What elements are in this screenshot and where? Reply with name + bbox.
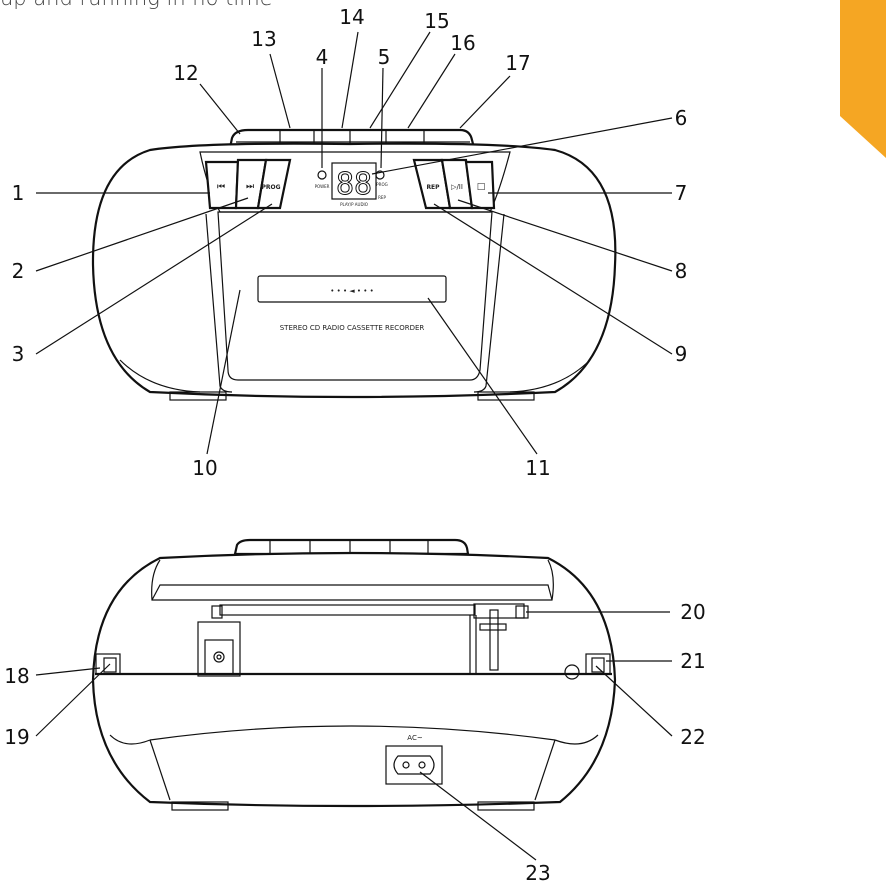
callout-23: 23 — [525, 861, 550, 885]
led-rep-label: REP — [378, 195, 386, 200]
rear-view: AC~ — [91, 538, 617, 811]
led-prog-label: PROG — [376, 182, 387, 187]
orange-tab-shape — [840, 0, 886, 158]
header-text: up and running in no time — [0, 0, 273, 10]
model-text: STEREO CD RADIO CASSETTE RECORDER — [280, 324, 425, 332]
btn-rep-label: REP — [426, 184, 440, 191]
callout-19: 19 — [4, 725, 29, 749]
callout-16: 16 — [450, 31, 475, 55]
callout-20: 20 — [680, 600, 705, 624]
leader-lines — [35, 31, 673, 861]
callout-11: 11 — [525, 456, 550, 480]
callout-21: 21 — [680, 649, 705, 673]
ac-label: AC~ — [407, 734, 423, 742]
callout-4: 4 — [316, 45, 329, 69]
callout-3: 3 — [12, 342, 25, 366]
callout-7: 7 — [675, 181, 688, 205]
callout-13: 13 — [251, 27, 276, 51]
callout-6: 6 — [675, 106, 688, 130]
callout-18: 18 — [4, 664, 29, 688]
callout-10: 10 — [192, 456, 217, 480]
display-digits: 88 — [336, 167, 372, 202]
callout-22: 22 — [680, 725, 705, 749]
btn-prev-label: ⏮ — [217, 182, 225, 192]
led-power-label: POWER — [315, 184, 330, 189]
callout-15: 15 — [424, 9, 449, 33]
btn-next-label: ⏭ — [246, 182, 254, 192]
btn-stop-label: □ — [477, 182, 486, 192]
callout-12: 12 — [173, 61, 198, 85]
btn-play-label: ▷/II — [451, 183, 463, 191]
callout-5: 5 — [378, 45, 391, 69]
orange-section-tab — [840, 0, 886, 158]
callout-14: 14 — [339, 5, 364, 29]
callout-17: 17 — [505, 51, 530, 75]
slot-arrows: • • • ◄ • • • — [330, 287, 374, 295]
callout-2: 2 — [12, 259, 25, 283]
btn-prog-label: PROG — [261, 184, 280, 191]
callout-numbers: 1 2 3 4 5 6 7 8 9 10 11 12 13 14 15 16 1… — [4, 5, 705, 885]
callout-1: 1 — [12, 181, 25, 205]
display-caption: PLAY/P AUDIO — [340, 202, 368, 207]
callout-8: 8 — [675, 259, 688, 283]
front-view: ⏮ ⏭ PROG POWER 88 PLAY/P AUDIO PROG REP … — [91, 128, 617, 401]
callout-9: 9 — [675, 342, 688, 366]
